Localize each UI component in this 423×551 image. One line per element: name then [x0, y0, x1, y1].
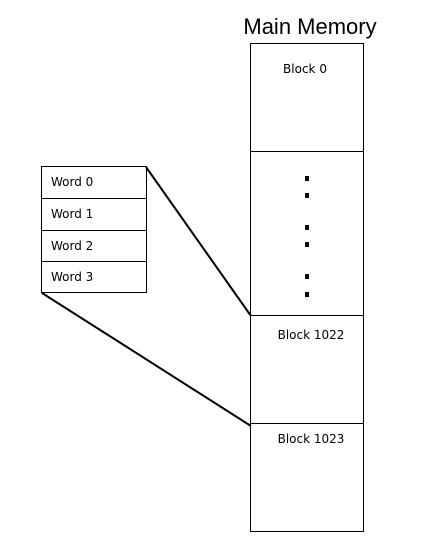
ellipsis-dot: [305, 292, 309, 297]
ellipsis-dot: [305, 225, 309, 230]
memory-block-0-label: Block 0: [283, 62, 327, 76]
word-label-1: Word 1: [51, 207, 93, 221]
main-memory-column: Block 0 Block 1022 Block 1023: [250, 43, 364, 532]
block-word-expansion: Word 0 Word 1 Word 2 Word 3: [41, 166, 147, 293]
word-cell-1: [41, 198, 147, 231]
ellipsis-dot: [305, 193, 309, 198]
word-label-2: Word 2: [51, 239, 93, 253]
memory-block-1023: [250, 423, 364, 532]
ellipsis-dot: [305, 274, 309, 279]
memory-block-1022-label: Block 1022: [278, 328, 345, 342]
word-cell-2: [41, 230, 147, 262]
word-label-0: Word 0: [51, 175, 93, 189]
diagram-title: Main Memory: [243, 14, 376, 39]
connector-line-bottom: [41, 292, 252, 427]
ellipsis-dots: [305, 176, 309, 297]
ellipsis-dot: [305, 242, 309, 247]
memory-block-0: [250, 43, 364, 152]
word-label-3: Word 3: [51, 270, 93, 284]
word-cell-0: [41, 166, 147, 199]
memory-block-1023-label: Block 1023: [278, 432, 345, 446]
memory-block-1022: [250, 315, 364, 424]
word-cell-3: [41, 261, 147, 293]
ellipsis-dot: [305, 176, 309, 181]
connector-line-top: [145, 166, 252, 317]
